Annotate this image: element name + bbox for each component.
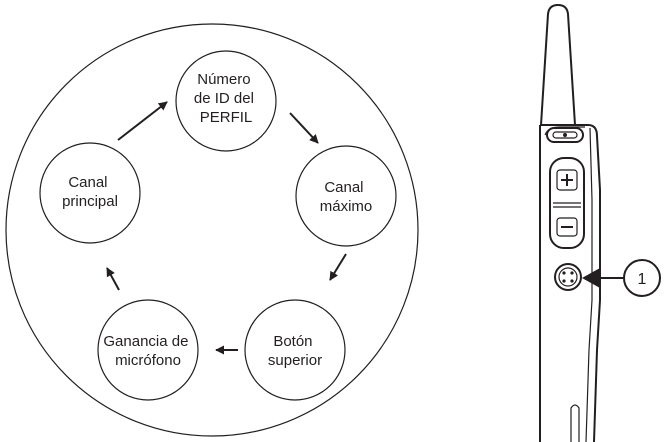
node-mic-gain-line-1: Ganancia de (103, 333, 188, 350)
node-profile-id-line-1: Número (197, 71, 250, 88)
outer-circle (5, 23, 419, 437)
node-home-channel: Canal principal (39, 142, 141, 244)
node-top-button-line-1: Botón (273, 333, 312, 350)
svg-text:Canal principal: Canal principal (62, 174, 118, 210)
node-mic-gain-line-2: micrófono (115, 352, 181, 369)
arrow-mic-to-home (106, 267, 120, 291)
radio-side-view: 1 (539, 3, 661, 442)
node-top-button-line-2: superior (268, 352, 322, 369)
radio-bottom-slot (570, 404, 580, 442)
node-profile-id: Número de ID del PERFIL (175, 50, 277, 152)
callout-badge: 1 (623, 259, 661, 297)
svg-text:Canal máximo: Canal máximo (320, 179, 373, 215)
node-max-channel: Canal máximo (295, 145, 397, 247)
volume-up-icon (556, 169, 578, 191)
menu-grid-icon (554, 263, 582, 291)
svg-text:Número de ID del: Número de ID del PERFIL (194, 71, 258, 126)
arrow-home-to-profile (117, 101, 168, 141)
arrow-max-to-top-button (329, 253, 347, 281)
callout-number: 1 (638, 271, 647, 288)
node-max-channel-line-1: Canal (324, 179, 363, 196)
node-mic-gain: Ganancia de micrófono (97, 299, 199, 401)
svg-text:Ganancia de micrófono: Ganancia de micrófono (103, 333, 192, 369)
settings-cycle-diagram: Número de ID del PERFIL Canal máximo Bot… (5, 23, 419, 437)
node-home-channel-line-1: Canal (68, 174, 107, 191)
volume-rocker (549, 157, 585, 249)
volume-down-icon (556, 217, 578, 237)
callout-arrowhead (582, 268, 600, 288)
node-max-channel-line-2: máximo (320, 198, 373, 215)
speaker-slot-icon (546, 127, 584, 143)
arrow-profile-to-max (289, 112, 319, 144)
radio-antenna (540, 3, 576, 126)
node-top-button: Botón superior (244, 299, 346, 401)
node-home-channel-line-2: principal (62, 193, 118, 210)
node-profile-id-line-2: de ID del (194, 90, 254, 107)
radio-body (539, 124, 601, 442)
radio-body-edge (585, 127, 593, 442)
node-profile-id-line-3: PERFIL (200, 109, 253, 126)
svg-text:Botón superior: Botón superior (268, 333, 322, 369)
